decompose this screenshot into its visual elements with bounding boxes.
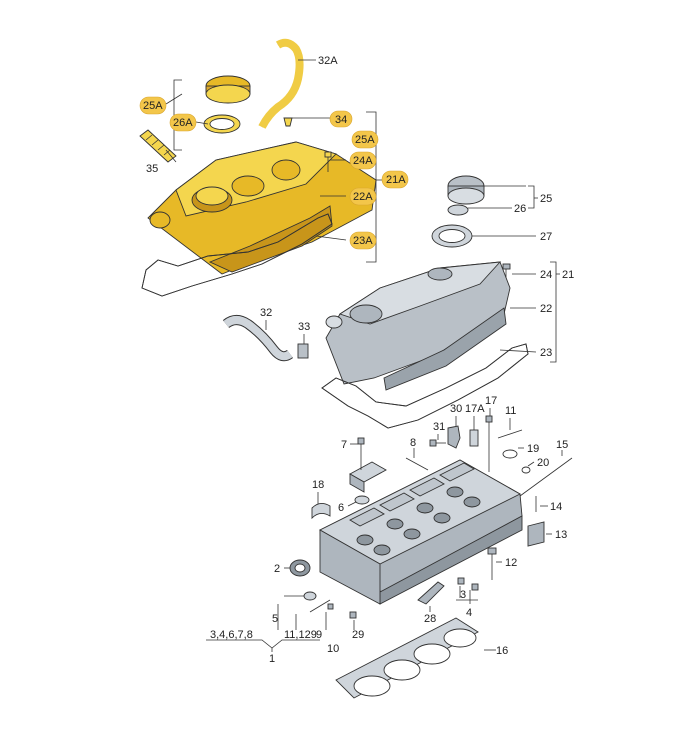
bolt-24a xyxy=(324,151,332,172)
label-33: 33 xyxy=(298,321,310,333)
label-6: 6 xyxy=(338,502,344,514)
parts-3-4 xyxy=(457,577,479,591)
label-text-group: 32A 25A 26A 34 25A 24A 21A 22A 23A 35 25… xyxy=(143,55,574,665)
label-17a: 17A xyxy=(465,403,485,415)
cylinder-head xyxy=(319,459,523,605)
leaders-upper-right xyxy=(265,185,560,363)
bolt-7 xyxy=(357,437,365,470)
label-24: 24 xyxy=(540,269,552,281)
label-26: 26 xyxy=(514,203,526,215)
label-28: 28 xyxy=(424,613,436,625)
leaders-upper-left xyxy=(165,59,384,263)
badges-upper-left xyxy=(139,96,409,250)
badge-26a xyxy=(169,113,197,132)
label-19: 19 xyxy=(527,443,539,455)
label-21a: 21A xyxy=(386,174,406,186)
label-23: 23 xyxy=(540,347,552,359)
stud-9 xyxy=(309,599,331,613)
washer-5 xyxy=(303,591,317,601)
washer-6 xyxy=(354,495,370,505)
bolt-29 xyxy=(349,611,357,619)
label-30: 30 xyxy=(450,403,462,415)
shell-18 xyxy=(311,503,331,520)
label-11: 11 xyxy=(505,405,516,417)
bolt-31 xyxy=(429,439,446,447)
label-29: 29 xyxy=(352,629,364,641)
badge-22a xyxy=(349,187,377,206)
label-15: 15 xyxy=(556,439,568,451)
seal-27 xyxy=(431,224,473,248)
hose-32 xyxy=(222,315,293,362)
label-14: 14 xyxy=(550,501,562,513)
bolt-12 xyxy=(487,547,497,580)
label-25a-left: 25A xyxy=(143,100,163,112)
oil-filler-cap-25a xyxy=(205,75,251,104)
label-12: 12 xyxy=(505,557,517,569)
oil-cap-25 xyxy=(447,175,485,205)
label-7: 7 xyxy=(341,439,347,451)
label-31: 31 xyxy=(433,421,445,433)
valve-cover-yellow xyxy=(147,141,377,275)
label-10: 10 xyxy=(327,643,339,655)
filter-35 xyxy=(139,129,177,163)
label-1: 1 xyxy=(269,653,275,665)
label-4: 4 xyxy=(466,607,472,619)
label-9: 9 xyxy=(316,629,322,641)
badge-23a xyxy=(349,231,377,250)
shaft-15 xyxy=(519,457,573,497)
bolt-17 xyxy=(485,415,493,472)
seal-26a xyxy=(203,114,241,134)
gasket-23a xyxy=(141,213,333,297)
label-35: 35 xyxy=(146,163,158,175)
seal-2 xyxy=(289,559,311,577)
label-8: 8 xyxy=(410,437,416,449)
stud-8 xyxy=(405,457,429,471)
label-18: 18 xyxy=(312,479,324,491)
seal-26 xyxy=(447,204,469,216)
label-25: 25 xyxy=(540,193,552,205)
label-27: 27 xyxy=(540,231,552,243)
clip-33 xyxy=(297,343,309,359)
pin-11 xyxy=(497,429,523,439)
label-32: 32 xyxy=(260,307,272,319)
badge-34 xyxy=(329,110,353,128)
label-20: 20 xyxy=(537,457,549,469)
label-22: 22 xyxy=(540,303,552,315)
label-21: 21 xyxy=(562,269,574,281)
label-23a: 23A xyxy=(353,235,373,247)
label-5: 5 xyxy=(272,613,278,625)
label-13: 13 xyxy=(555,529,567,541)
valve-cover-grey xyxy=(325,261,511,391)
badge-24a xyxy=(349,151,377,170)
label-group-left: 3,4,6,7,8 xyxy=(210,629,253,641)
ring-20 xyxy=(521,466,531,474)
breather-hose-32a xyxy=(258,38,304,129)
label-25a-right: 25A xyxy=(355,134,375,146)
label-32a: 32A xyxy=(318,55,338,67)
badge-25a-right xyxy=(351,130,379,149)
sleeve-17a xyxy=(469,429,479,447)
label-3: 3 xyxy=(460,589,466,601)
gasket-23 xyxy=(321,343,529,429)
label-17: 17 xyxy=(485,395,497,407)
sensor-30 xyxy=(447,425,461,449)
label-16: 16 xyxy=(496,645,508,657)
bracket-13 xyxy=(527,521,545,547)
bolt-10 xyxy=(327,603,334,610)
label-26a: 26A xyxy=(173,117,193,129)
label-22a: 22A xyxy=(353,191,373,203)
label-34: 34 xyxy=(335,114,347,126)
label-2: 2 xyxy=(274,563,280,575)
part-34 xyxy=(283,117,293,127)
bearing-cap-upper xyxy=(349,461,387,493)
label-24a: 24A xyxy=(353,155,373,167)
bracket-28 xyxy=(417,581,445,605)
badge-25a-left xyxy=(139,96,167,115)
badge-21a xyxy=(381,170,409,189)
head-gasket-16 xyxy=(335,617,479,699)
label-group-right: 11,129 xyxy=(284,629,317,641)
circlip-19 xyxy=(502,449,518,459)
leaders-lower xyxy=(206,408,563,652)
